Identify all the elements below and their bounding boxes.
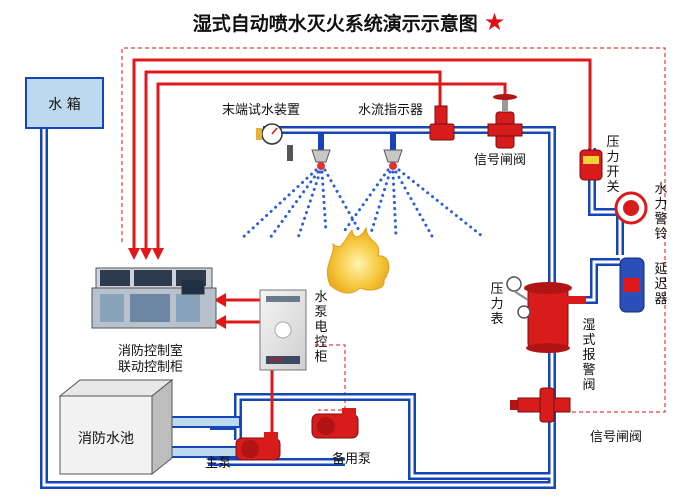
control-room-label-line1: 消防控制室 (118, 344, 184, 359)
signal-gate-valve-top-icon (487, 94, 523, 149)
signal-arrowheads (128, 248, 226, 329)
title-star-icon: ★ (483, 8, 506, 36)
pressure-switch-icon (579, 149, 603, 181)
cabinet-brand-label: EAST (270, 357, 286, 364)
fire-pool (58, 378, 174, 476)
signal-lines (132, 58, 592, 440)
signal-gate-valve-bottom-icon (510, 387, 571, 423)
signal-valve-top-label: 信号闸阀 (474, 153, 527, 168)
standby-pump-icon (311, 408, 359, 439)
control-console-icon (91, 267, 217, 329)
water-flow-indicator-icon (429, 105, 455, 141)
diagram-title: 湿式自动喷水灭火系统演示示意图★ (0, 8, 698, 36)
sprinkler-head-left-icon (311, 149, 331, 170)
water-tank-label: 水 箱 (48, 97, 81, 113)
control-room-label-line2: 联动控制柜 (118, 360, 184, 375)
sprinkler-head-right-icon (383, 149, 403, 170)
pressure-gauge-label: 压力表 (490, 282, 504, 327)
wet-alarm-valve-icon (524, 282, 586, 353)
water-alarm-bell-icon (614, 191, 648, 225)
pressure-switch-label: 压力开关 (606, 135, 620, 195)
signal-valve-bottom-label: 信号闸阀 (590, 430, 643, 445)
fire-pool-label: 消防水池 (78, 431, 134, 447)
retard-chamber-label: 延迟器 (654, 262, 668, 307)
end-test-device-label: 末端试水装置 (222, 103, 301, 118)
retard-chamber-icon (619, 257, 645, 313)
pump-control-cabinet-label: 水泵电控柜 (314, 290, 328, 365)
signal-dashed-line (121, 47, 666, 413)
water-tank (25, 77, 104, 129)
pressure-gauge-icon (506, 276, 531, 319)
end-test-device-icon (256, 123, 293, 161)
pump-control-cabinet-icon (259, 289, 307, 371)
main-pump-label: 主泵 (205, 456, 232, 471)
water-alarm-bell-label: 水力警铃 (654, 182, 668, 242)
water-spray (238, 168, 484, 242)
main-pump-icon (235, 432, 281, 461)
flow-indicator-label: 水流指示器 (358, 103, 424, 118)
title-text: 湿式自动喷水灭火系统演示示意图 (192, 13, 478, 35)
fire-icon (326, 226, 390, 294)
wet-alarm-valve-label: 湿式报警阀 (582, 318, 596, 393)
standby-pump-label: 备用泵 (332, 452, 372, 467)
